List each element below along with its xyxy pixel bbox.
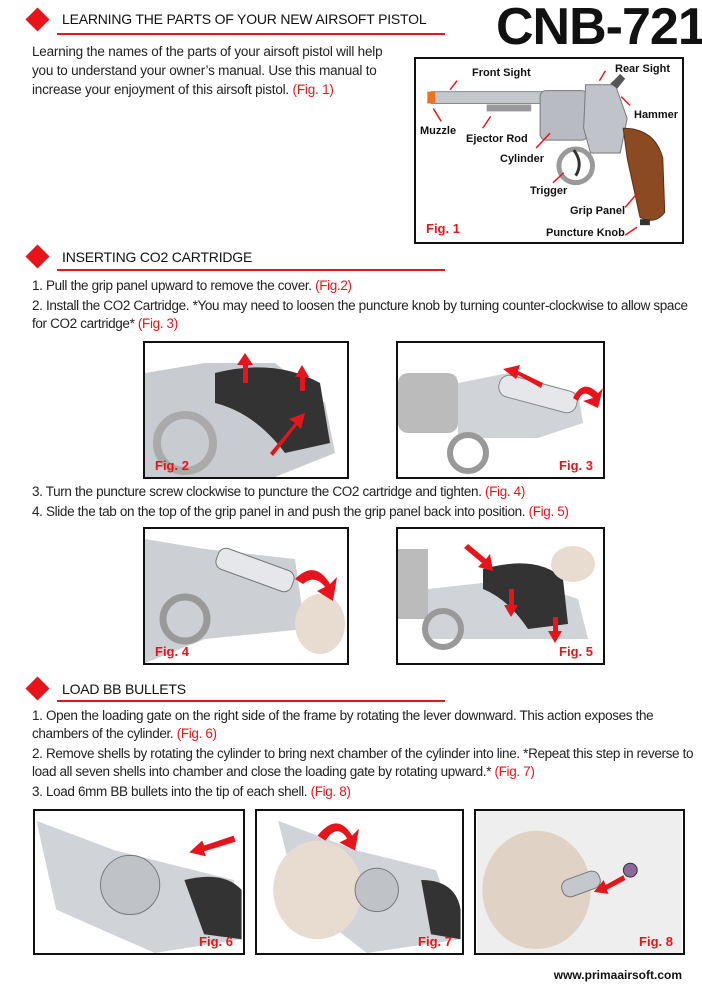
figure-caption: Fig. 4 [155,644,189,659]
section-title-parts: LEARNING THE PARTS OF YOUR NEW AIRSOFT P… [62,11,427,27]
part-label-puncture-knob: Puncture Knob [546,227,625,239]
figure-6: Fig. 6 [33,809,245,955]
co2-step-2: 2. Install the CO2 Cartridge. *You may n… [32,298,688,331]
part-label-cylinder: Cylinder [500,153,545,165]
co2-step-4: 4. Slide the tab on the top of the grip … [32,504,569,519]
parts-intro: Learning the names of the parts of your … [32,44,383,97]
co2-step-1: 1. Pull the grip panel upward to remove … [32,278,352,293]
section-rule [57,269,445,271]
load-step-3: 3. Load 6mm BB bullets into the tip of e… [32,784,351,799]
figure-caption: Fig. 2 [155,458,189,473]
figure-8: Fig. 8 [474,809,685,955]
co2-steps-b: 3. Turn the puncture screw clockwise to … [32,483,694,523]
section-bullet-icon [25,7,50,32]
figure-3: Fig. 3 [396,341,605,479]
figure-caption: Fig. 7 [418,934,452,949]
load-step-1: 1. Open the loading gate on the right si… [32,708,654,741]
section-bullet-icon [25,244,50,269]
section-rule [57,700,445,702]
section-title-load-bb: LOAD BB BULLETS [62,681,186,697]
figure-7: Fig. 7 [255,809,464,955]
part-label-hammer: Hammer [634,109,679,121]
figure-caption: Fig. 3 [559,458,593,473]
load-step-2: 2. Remove shells by rotating the cylinde… [32,746,694,779]
section-title-co2: INSERTING CO2 CARTRIDGE [62,249,253,265]
figure-1-parts-diagram: Front Sight Rear Sight Hammer Muzzle Eje… [414,57,684,244]
figure-caption: Fig. 5 [559,644,593,659]
figure-2: Fig. 2 [143,341,349,479]
part-label-front-sight: Front Sight [472,67,531,79]
co2-step-3: 3. Turn the puncture screw clockwise to … [32,484,525,499]
part-label-rear-sight: Rear Sight [615,63,671,75]
figure-caption: Fig. 1 [426,221,460,236]
pistol-illustration [427,70,666,236]
section-rule [57,33,445,35]
part-label-trigger: Trigger [530,185,568,197]
part-label-ejector-rod: Ejector Rod [466,133,528,145]
part-label-grip-panel: Grip Panel [570,205,626,217]
figure-caption: Fig. 8 [639,934,673,949]
figure-caption: Fig. 6 [199,934,233,949]
load-steps: 1. Open the loading gate on the right si… [32,707,694,803]
part-label-muzzle: Muzzle [420,125,457,137]
section-bullet-icon [25,676,50,701]
figure-5: Fig. 5 [396,527,605,665]
co2-steps-a: 1. Pull the grip panel upward to remove … [32,277,694,335]
model-number: CNB-721 [496,0,702,56]
website-url: www.primaairsoft.com [553,968,682,982]
figure-4: Fig. 4 [143,527,349,665]
